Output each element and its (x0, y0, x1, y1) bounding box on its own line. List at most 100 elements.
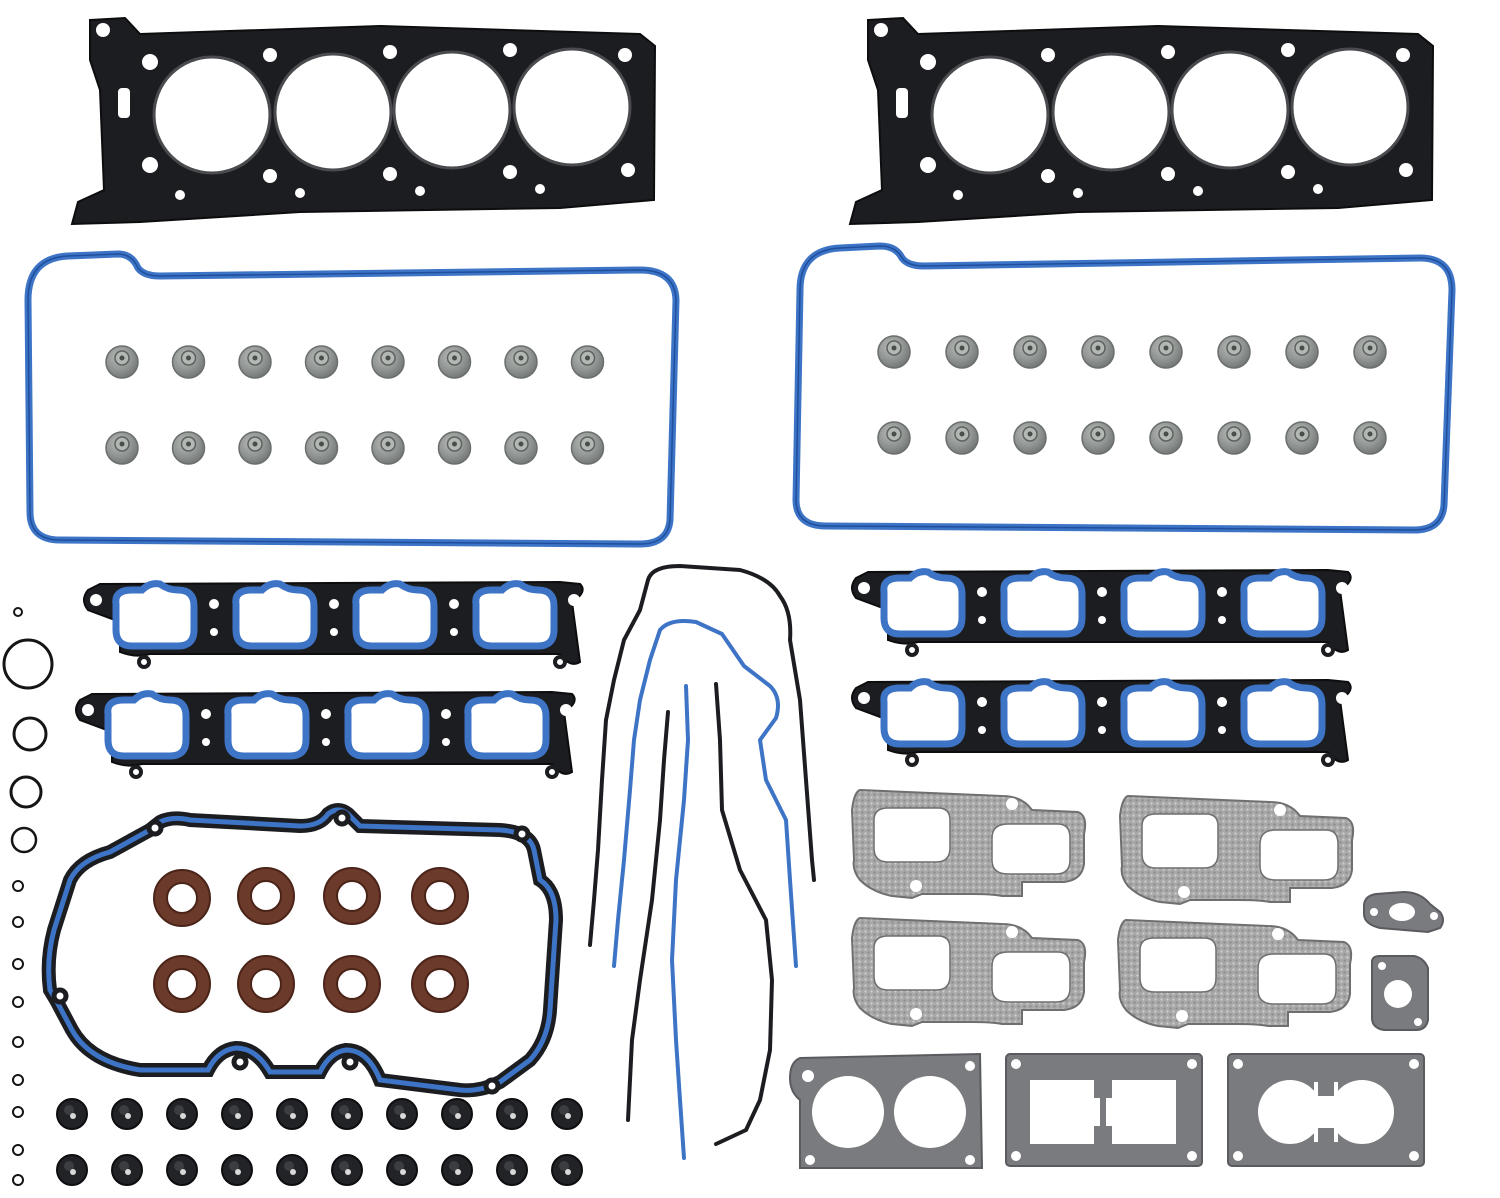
valve-stem-seal (371, 431, 405, 465)
intake-manifold-gaskets (75, 568, 1352, 779)
valve-stem-seal (105, 431, 139, 465)
valve-stem-seal (570, 345, 605, 379)
valve-stem-seal (1353, 421, 1387, 455)
exhaust-manifold-gasket (1116, 918, 1353, 1030)
plug-cap (331, 1154, 363, 1186)
plug-cap (496, 1154, 528, 1186)
valve-stem-seal (437, 345, 472, 379)
valve-stem-seal (371, 345, 405, 379)
o-ring (12, 996, 24, 1008)
o-rings (2, 607, 54, 1186)
valve-stem-seal (504, 431, 538, 465)
throttle-body-gasket-left (788, 1052, 984, 1169)
plug-cap (441, 1154, 473, 1186)
o-ring (12, 958, 24, 970)
spark-plug-tube-seal (411, 867, 469, 925)
plug-cap (56, 1154, 88, 1186)
valve-stem-seal (304, 431, 339, 465)
valve-stem-seal (1353, 335, 1387, 369)
valve-stem-seal (1081, 335, 1115, 369)
valve-stem-seal (1081, 421, 1115, 455)
valve-stem-seal (1217, 335, 1251, 369)
valve-stem-seals (105, 335, 1387, 465)
plug-cap (386, 1154, 418, 1186)
spark-plug-tube-seal (323, 955, 381, 1013)
o-ring (12, 1174, 24, 1186)
valve-stem-seal (171, 345, 206, 379)
valve-cover-gasket-left (24, 250, 680, 548)
timing-seal-inner-black-1 (626, 710, 670, 1122)
plug-cap (551, 1154, 583, 1186)
egr-gasket-top (1363, 890, 1444, 934)
o-ring (12, 1106, 24, 1118)
valve-stem-seal (1013, 421, 1047, 455)
valve-stem-seal (1013, 335, 1047, 369)
spark-plug-tube-seal (411, 955, 469, 1013)
valve-stem-seal (105, 345, 139, 379)
lower-intake-gasket (41, 803, 564, 1098)
valve-stem-seal (570, 431, 605, 465)
plug-cap (276, 1154, 308, 1186)
exhaust-manifold-gasket (850, 916, 1087, 1028)
o-ring (12, 716, 48, 752)
exhaust-manifold-gasket (850, 788, 1087, 900)
plug-cap (221, 1154, 253, 1186)
valve-stem-seal (1149, 421, 1183, 455)
egr-gasket-bottom (1371, 955, 1429, 1031)
plug-cap (331, 1098, 363, 1130)
plug-cap (111, 1154, 143, 1186)
head-gasket-left (70, 16, 657, 226)
spark-plug-tube-seal (323, 867, 381, 925)
valve-stem-seal (1149, 335, 1183, 369)
valve-stem-seal (877, 335, 911, 369)
timing-seal-outer-black (646, 564, 816, 882)
o-ring (2, 638, 54, 690)
timing-seal-inner-black-2 (714, 682, 774, 1146)
plug-cap (111, 1098, 143, 1130)
o-ring (9, 775, 43, 809)
plug-cap (551, 1098, 583, 1130)
plug-cap (276, 1098, 308, 1130)
valve-stem-seal (171, 431, 206, 465)
timing-seal-outer-blue (658, 619, 798, 968)
spark-plug-tube-seal (237, 955, 295, 1013)
o-ring (10, 826, 38, 854)
throttle-body-gasket-right (1227, 1053, 1425, 1167)
o-ring (12, 1074, 24, 1086)
o-ring (12, 1144, 24, 1156)
plug-cap (386, 1098, 418, 1130)
valve-cover-gasket-right (792, 242, 1456, 534)
intake-manifold-gasket (83, 580, 584, 669)
intake-manifold-gasket (851, 568, 1352, 657)
spark-plug-tube-seal (237, 867, 295, 925)
plug-cap (441, 1098, 473, 1130)
plug-cap (221, 1098, 253, 1130)
timing-seal-inner-blue (670, 684, 690, 1160)
timing-cover-seals (588, 564, 816, 1160)
o-ring (12, 880, 24, 892)
plug-cap (166, 1098, 198, 1130)
valve-stem-seal (238, 431, 272, 465)
o-ring (12, 1036, 24, 1048)
plug-cap (56, 1098, 88, 1130)
valve-stem-seal (1217, 421, 1251, 455)
o-ring (12, 916, 24, 928)
valve-stem-seal (1285, 335, 1319, 369)
intake-manifold-gasket (851, 678, 1352, 767)
valve-stem-seal (877, 421, 911, 455)
valve-stem-seal (945, 335, 979, 369)
spark-plug-tube-seal (153, 955, 211, 1013)
valve-stem-seal (238, 345, 272, 379)
exhaust-manifold-gaskets (850, 788, 1355, 1030)
plug-caps (56, 1098, 583, 1186)
plug-cap (496, 1098, 528, 1130)
head-gasket-right (848, 16, 1435, 226)
o-ring (13, 607, 23, 617)
valve-stem-seal (437, 431, 472, 465)
exhaust-manifold-gasket (1118, 794, 1355, 906)
spark-plug-tube-seal (153, 869, 211, 927)
valve-stem-seal (1285, 421, 1319, 455)
spark-plug-tube-seals (153, 867, 469, 1013)
valve-stem-seal (304, 345, 339, 379)
